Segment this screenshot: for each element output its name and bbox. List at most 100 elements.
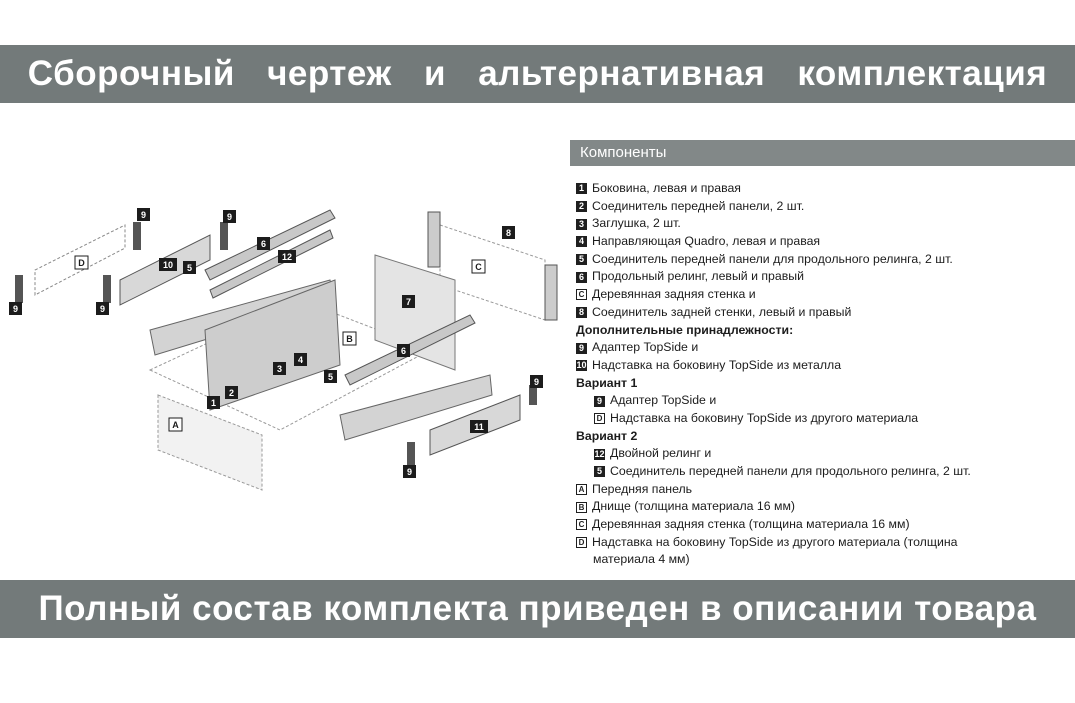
page-title: Сборочный чертеж и альтернативная компле… <box>0 45 1075 103</box>
component-item: 9 Адаптер TopSide и <box>576 392 1075 410</box>
item-text: Вариант 1 <box>576 375 638 390</box>
label-D: D <box>74 255 89 270</box>
section-heading: Вариант 2 <box>576 428 1075 446</box>
label-11: 11 <box>470 420 488 433</box>
item-text: Надставка на боковину TopSide из металла <box>592 357 842 372</box>
item-marker: 10 <box>576 360 587 372</box>
item-marker: 12 <box>594 448 605 460</box>
label-2: 2 <box>225 386 238 399</box>
item-text: Продольный релинг, левый и правый <box>592 269 804 284</box>
assembly-diagram: 9 9 9 9 9 9 10 11 12 5 5 6 6 7 8 1 2 3 4… <box>9 208 558 491</box>
part-9-adapter <box>133 222 141 250</box>
item-text: Надставка на боковину TopSide из другого… <box>610 410 919 425</box>
part-9-adapter <box>220 222 228 250</box>
part-side-inner <box>204 279 341 411</box>
label-12: 12 <box>278 250 296 263</box>
svg-text:9: 9 <box>534 377 539 387</box>
label-9: 9 <box>137 208 150 221</box>
label-C: C <box>471 259 486 274</box>
item-text: Заглушка, 2 шт. <box>592 216 681 231</box>
label-9: 9 <box>96 302 109 315</box>
item-text: Соединитель передней панели, 2 шт. <box>592 198 805 213</box>
component-item: D Надставка на боковину TopSide из другог… <box>576 534 1075 552</box>
svg-text:C: C <box>475 262 482 272</box>
part-d-left <box>34 224 126 296</box>
item-text: Надставка на боковину TopSide из другого… <box>592 534 958 549</box>
svg-text:11: 11 <box>474 422 484 432</box>
item-marker: B <box>576 501 587 513</box>
svg-text:2: 2 <box>229 388 234 398</box>
label-9: 9 <box>403 465 416 478</box>
part-8-back-connector <box>544 264 558 321</box>
item-text: Боковина, левая и правая <box>592 181 741 195</box>
part-9-adapter <box>529 385 537 405</box>
svg-text:D: D <box>78 258 85 268</box>
item-text: Соединитель задней стенки, левый и правы… <box>592 304 852 319</box>
part-1-side-right <box>339 374 493 441</box>
item-text: Адаптер TopSide и <box>610 393 717 408</box>
svg-text:5: 5 <box>328 372 333 382</box>
component-item: 8 Соединитель задней стенки, левый и прав… <box>576 304 1075 322</box>
component-item: C Деревянная задняя стенка и <box>576 286 1075 304</box>
item-text: Деревянная задняя стенка и <box>592 287 756 302</box>
item-marker: 3 <box>576 218 587 230</box>
part-8-back-connector <box>427 211 441 268</box>
item-marker: C <box>576 289 587 301</box>
component-item: 1 Боковина, левая и правая <box>576 180 1075 198</box>
item-text: Соединитель передней панели для продольн… <box>610 464 971 478</box>
item-marker: 5 <box>576 254 587 266</box>
part-9-adapter <box>407 442 415 470</box>
component-item: 5 Соединитель передней панели для продоль… <box>576 463 1075 481</box>
component-item: 10 Надставка на боковину TopSide из метал… <box>576 357 1075 375</box>
svg-text:9: 9 <box>13 304 18 314</box>
label-1: 1 <box>207 396 220 409</box>
svg-text:5: 5 <box>187 263 192 273</box>
label-6: 6 <box>397 344 410 357</box>
svg-text:6: 6 <box>261 239 266 249</box>
svg-text:9: 9 <box>100 304 105 314</box>
label-9: 9 <box>223 210 236 223</box>
item-marker: 6 <box>576 271 587 283</box>
svg-text:4: 4 <box>298 355 303 365</box>
label-3: 3 <box>273 362 286 375</box>
item-marker: 8 <box>576 307 587 319</box>
item-marker: 5 <box>594 466 605 478</box>
label-4: 4 <box>294 353 307 366</box>
item-marker: 9 <box>594 395 605 407</box>
item-text: материала 4 мм) <box>593 552 690 567</box>
label-5: 5 <box>183 261 196 274</box>
svg-text:1: 1 <box>211 398 216 408</box>
item-text: Двойной релинг и <box>610 446 712 461</box>
label-7: 7 <box>402 295 415 308</box>
svg-text:7: 7 <box>406 297 411 307</box>
label-9b: 9 <box>530 375 543 388</box>
component-item: материала 4 мм) <box>576 551 1075 569</box>
section-heading: Дополнительные принадлежности: <box>576 322 1075 340</box>
part-9-adapter <box>103 275 111 303</box>
svg-text:10: 10 <box>163 260 173 270</box>
item-marker: C <box>576 519 587 531</box>
label-9: 9 <box>9 302 22 315</box>
svg-text:8: 8 <box>506 228 511 238</box>
item-marker: 2 <box>576 201 587 213</box>
svg-text:9: 9 <box>227 212 232 222</box>
label-8: 8 <box>502 226 515 239</box>
components-title: Компоненты <box>570 140 1075 166</box>
part-a-front <box>157 394 263 491</box>
item-text: Адаптер TopSide и <box>592 340 699 355</box>
section-heading: Вариант 1 <box>576 375 1075 393</box>
label-B: B <box>342 331 357 346</box>
component-item: 12 Двойной релинг и <box>576 445 1075 463</box>
item-marker: 1 <box>576 183 587 195</box>
item-text: Направляющая Quadro, левая и правая <box>592 234 821 249</box>
item-marker: D <box>576 537 587 549</box>
component-item: 6 Продольный релинг, левый и правый <box>576 268 1075 286</box>
item-text: Дополнительные принадлежности: <box>576 322 794 337</box>
part-9-adapter <box>15 275 23 303</box>
